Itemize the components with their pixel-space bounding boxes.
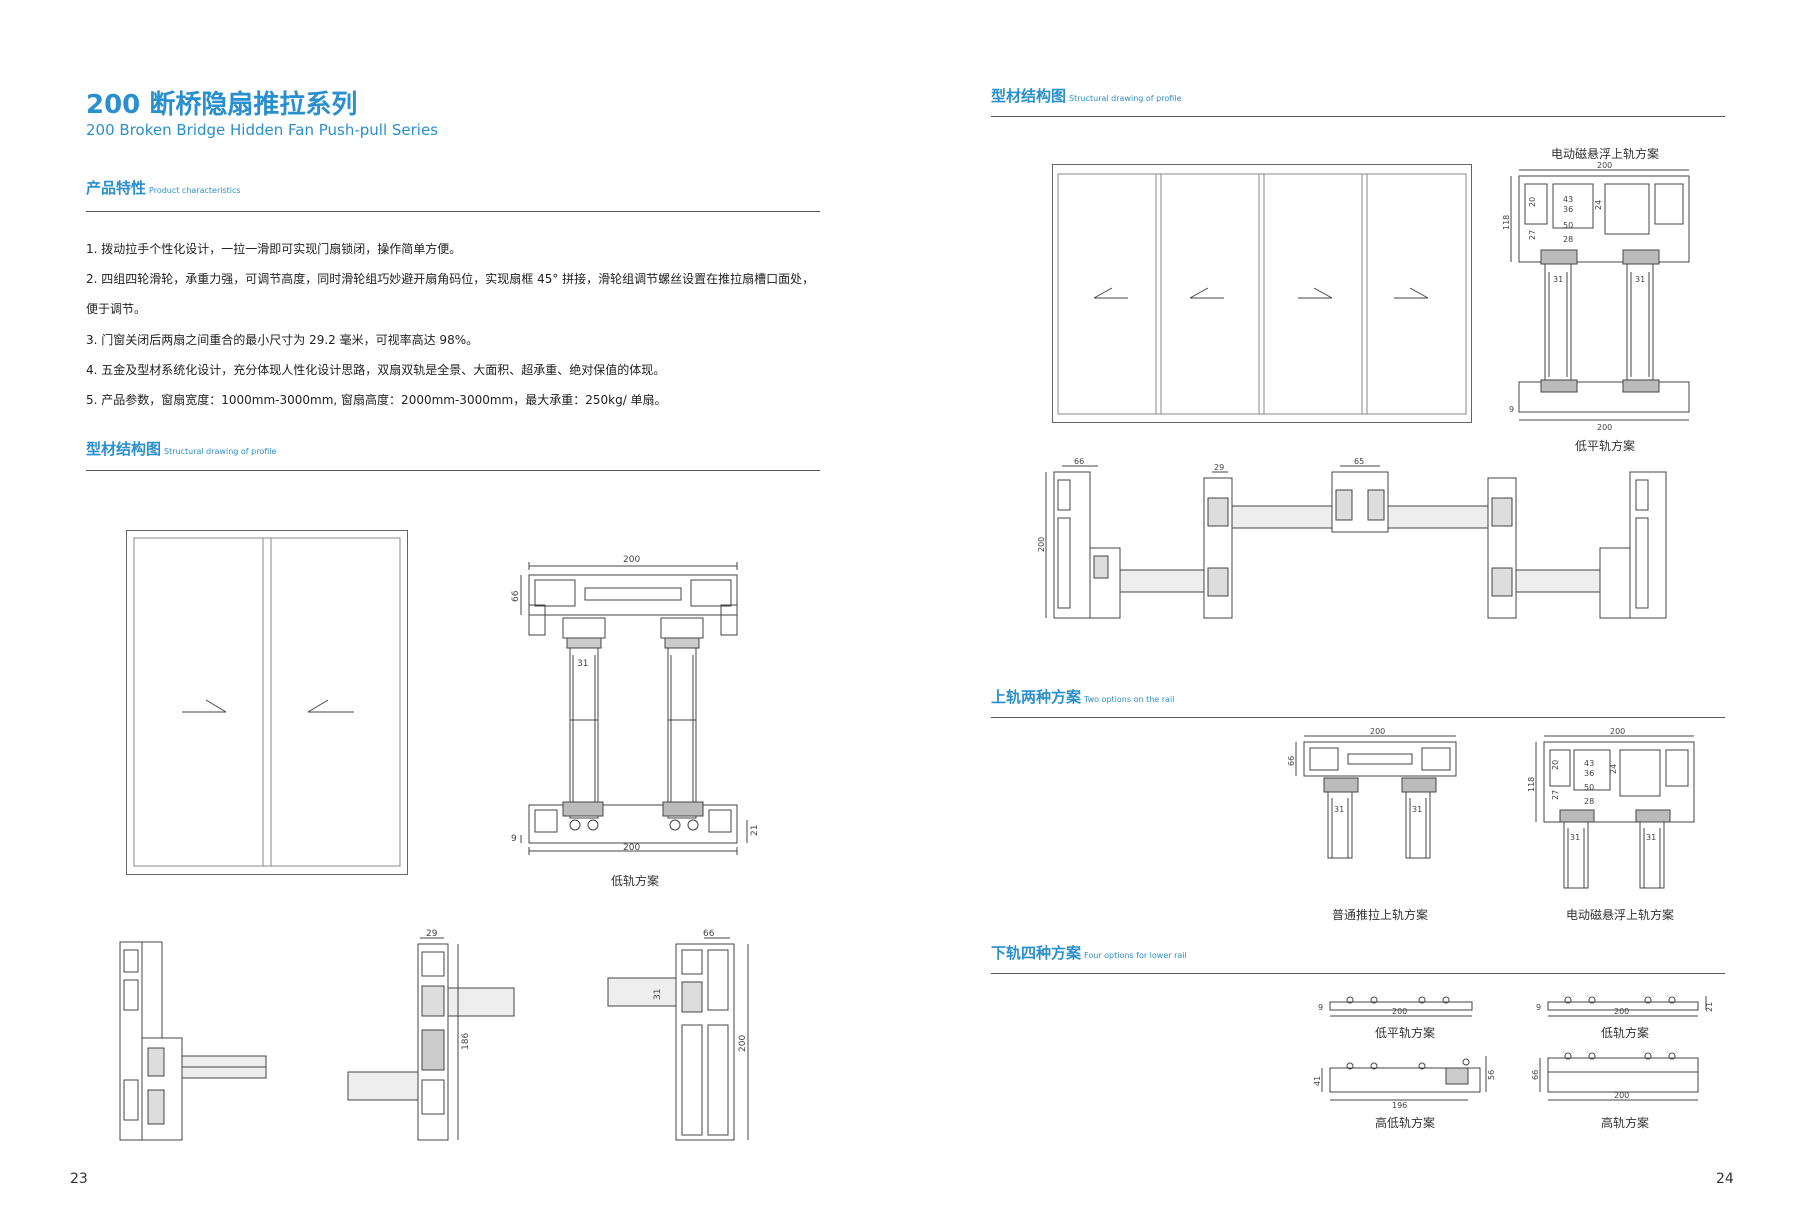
- divider: [991, 973, 1725, 974]
- plan-detail-right-drawing: 66 200 31: [607, 929, 749, 1141]
- feature-item: 4. 五金及型材系统化设计，充分体现人性化设计思路，双扇双轨是全景、大面积、超承…: [86, 363, 666, 377]
- dim-118: 118: [1502, 215, 1511, 230]
- feature-item: 便于调节。: [86, 302, 147, 316]
- dim-29: 29: [426, 929, 438, 939]
- feature-item: 1. 拨动拉手个性化设计，一拉一滑即可实现门扇锁闭，操作简单方便。: [86, 242, 462, 256]
- maglev-top-rail-drawing: 200 118 20 43 36 24 50 27 28 31 31: [1527, 727, 1695, 889]
- divider: [86, 211, 820, 212]
- dim-21: 21: [750, 825, 760, 836]
- door-elevation-drawing: [126, 530, 408, 875]
- dim-27: 27: [1551, 790, 1560, 800]
- dim-29: 29: [1214, 463, 1224, 472]
- low-flat-rail-caption: 低平轨方案: [1374, 1026, 1435, 1040]
- dim-66: 66: [1531, 1070, 1540, 1080]
- page-title: 200 断桥隐扇推拉系列: [86, 90, 358, 120]
- dim-31b: 31: [653, 989, 663, 1000]
- dim-20: 20: [1528, 197, 1537, 207]
- dim-41: 41: [1313, 1076, 1322, 1086]
- dim-200c: 200: [1614, 1091, 1629, 1100]
- dim-28: 28: [1584, 797, 1594, 806]
- dim-9: 9: [511, 834, 517, 844]
- dim-118: 118: [1527, 777, 1536, 792]
- dim-28: 28: [1563, 235, 1573, 244]
- plan-section-drawing: 66 29 65 200: [1037, 457, 1667, 619]
- dim-36: 36: [1584, 769, 1594, 778]
- maglev-caption: 电动磁悬浮上轨方案: [1550, 147, 1659, 161]
- dim-43: 43: [1584, 759, 1594, 768]
- standard-top-rail-caption: 普通推拉上轨方案: [1331, 908, 1428, 922]
- dim-31d: 31: [1646, 833, 1656, 842]
- plan-detail-mid-drawing: 29 186: [347, 929, 515, 1141]
- dim-200: 200: [1610, 727, 1625, 736]
- dim-50: 50: [1563, 221, 1573, 230]
- dim-31a: 31: [1334, 805, 1344, 814]
- divider: [991, 116, 1725, 117]
- dim-20: 20: [1551, 760, 1560, 770]
- low-flat-rail-drawing: 9 200: [1318, 996, 1473, 1017]
- maglev-top-rail-caption: 电动磁悬浮上轨方案: [1565, 908, 1674, 922]
- dim-27: 27: [1528, 230, 1537, 240]
- dim-9: 9: [1318, 1003, 1323, 1012]
- dim-56: 56: [1487, 1070, 1496, 1080]
- dim-31c: 31: [1570, 833, 1580, 842]
- dim-66b: 66: [703, 929, 715, 939]
- standard-top-rail-drawing: 200 66 31 31: [1287, 727, 1457, 859]
- dim-200: 200: [1392, 1007, 1407, 1016]
- low-rail-section-drawing: 200 66 31 9 21 200: [511, 555, 760, 855]
- low-rail-option-caption: 低轨方案: [1600, 1026, 1649, 1040]
- divider: [86, 470, 820, 471]
- plan-detail-left-drawing: [119, 941, 267, 1141]
- dim-9: 9: [1509, 405, 1514, 414]
- low-flat-caption: 低平轨方案: [1574, 439, 1635, 453]
- dim-200b: 200: [1597, 423, 1612, 432]
- dim-66: 66: [511, 590, 521, 602]
- high-low-rail-caption: 高低轨方案: [1374, 1116, 1435, 1130]
- dim-43: 43: [1563, 195, 1573, 204]
- low-rail-drawing: 9 200 21: [1536, 996, 1714, 1017]
- dim-200: 200: [1037, 537, 1046, 552]
- dim-200: 200: [1370, 727, 1385, 736]
- dim-200b: 200: [623, 843, 640, 853]
- low-rail-caption: 低轨方案: [610, 874, 659, 888]
- dim-50: 50: [1584, 783, 1594, 792]
- dim-31b: 31: [1412, 805, 1422, 814]
- high-rail-caption: 高轨方案: [1600, 1116, 1649, 1130]
- dim-24: 24: [1609, 764, 1618, 774]
- dim-200: 200: [623, 555, 640, 565]
- high-rail-drawing: 66 200: [1531, 1052, 1699, 1101]
- maglev-section-drawing: 200 118 20 43 36 24 50 27 28 31 31 9 200: [1502, 161, 1690, 432]
- dim-200b: 200: [1614, 1007, 1629, 1016]
- feature-item: 2. 四组四轮滑轮，承重力强，可调节高度，同时滑轮组巧妙避开扇角码位，实现扇框 …: [86, 272, 815, 286]
- dim-66: 66: [1287, 756, 1296, 766]
- feature-item: 3. 门窗关闭后两扇之间重合的最小尺寸为 29.2 毫米，可视率高达 98%。: [86, 333, 479, 347]
- dim-9b: 9: [1536, 1003, 1541, 1012]
- dim-31b: 31: [1635, 275, 1645, 284]
- dim-196: 196: [1392, 1101, 1407, 1110]
- dim-21: 21: [1705, 1002, 1714, 1012]
- dim-31: 31: [577, 659, 588, 669]
- dim-186: 186: [461, 1033, 471, 1050]
- dim-36: 36: [1563, 205, 1573, 214]
- dim-200: 200: [1597, 161, 1612, 170]
- page-number-left: 23: [70, 1171, 88, 1187]
- page-number-right: 24: [1716, 1171, 1734, 1187]
- dim-24: 24: [1594, 200, 1603, 210]
- high-low-rail-drawing: 41 196 56: [1313, 1056, 1496, 1110]
- divider: [991, 717, 1725, 718]
- feature-item: 5. 产品参数，窗扇宽度：1000mm-3000mm, 窗扇高度：2000mm-…: [86, 393, 667, 407]
- four-panel-elevation-drawing: [1052, 164, 1472, 423]
- dim-200v: 200: [738, 1035, 748, 1052]
- dim-66: 66: [1074, 457, 1084, 466]
- dim-65: 65: [1354, 457, 1364, 466]
- dim-31a: 31: [1553, 275, 1563, 284]
- page-subtitle: 200 Broken Bridge Hidden Fan Push-pull S…: [86, 121, 439, 139]
